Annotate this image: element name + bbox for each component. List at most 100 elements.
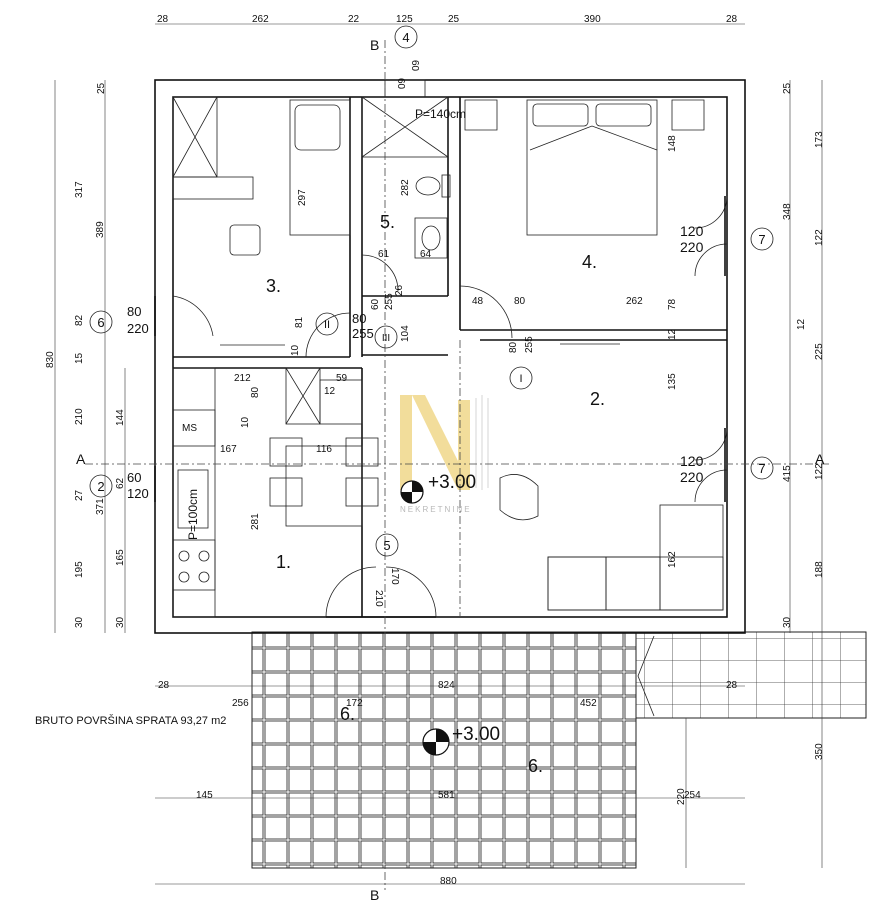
circle-7-top	[750, 227, 774, 251]
dim-left-3: 82	[74, 314, 85, 326]
dining-table	[269, 437, 379, 527]
dim-80d: 80	[508, 341, 519, 353]
dim-right-7: 188	[814, 561, 825, 578]
circle-label-I: I	[519, 373, 522, 385]
dim-12b: 12	[324, 386, 336, 397]
dim-297: 297	[297, 189, 308, 206]
dim-61: 61	[378, 249, 390, 260]
section-mark-b-bottom: B	[370, 887, 379, 900]
level-inside: +3.00	[428, 472, 476, 493]
level-symbol-inside	[400, 480, 424, 504]
dim-80a: 80	[127, 304, 141, 319]
section-mark-b-top: B	[370, 37, 379, 53]
section-mark-a-left: A	[76, 451, 86, 467]
circle-I	[509, 366, 533, 390]
exterior-wall-outer	[154, 79, 746, 634]
dim-60d: 60	[127, 470, 141, 485]
dim-right-inner-1: 348	[782, 203, 793, 220]
watermark-text: NEKRETNINE	[400, 505, 472, 514]
dim-top-3: 22	[348, 14, 360, 25]
dim-right-8: 30	[782, 616, 793, 628]
dim-right-3: 122	[814, 229, 825, 246]
dim-right-5: 225	[814, 343, 825, 360]
circle-II	[315, 312, 339, 336]
dim-116: 116	[316, 444, 332, 455]
dim-255a: 255	[384, 293, 395, 310]
circle-6	[89, 310, 113, 334]
shower-label: P=140cm	[415, 107, 466, 121]
dim-255b: 255	[352, 326, 374, 341]
watermark-logo	[400, 395, 489, 490]
dim-120c: 120	[680, 453, 704, 469]
dim-255c: 255	[524, 336, 535, 353]
bed	[464, 99, 705, 236]
dim-bottom-5: 452	[580, 698, 597, 709]
dim-10b: 10	[240, 416, 251, 428]
sofa	[499, 343, 724, 611]
doors-windows	[154, 79, 728, 618]
dim-162: 162	[667, 551, 678, 568]
dim-right-4: 12	[796, 318, 807, 330]
dim-12a: 12	[667, 328, 678, 340]
dim-left-2: 317	[74, 181, 85, 198]
room-label-4: 4.	[582, 252, 597, 272]
dim-top-7: 28	[726, 14, 738, 25]
dim-78: 78	[667, 298, 678, 310]
dim-right-350: 350	[814, 743, 825, 760]
dim-left-7: 195	[74, 561, 85, 578]
room-label-3: 3.	[266, 276, 281, 296]
dim-212: 212	[234, 373, 251, 384]
circle-label-7-top: 7	[758, 232, 765, 247]
circle-label-7-bottom: 7	[758, 461, 765, 476]
ms-label: MS	[182, 423, 197, 434]
dim-220b: 220	[127, 321, 149, 336]
dim-right-2: 173	[814, 131, 825, 148]
dim-220c: 220	[680, 469, 704, 485]
dim-10a: 10	[290, 344, 301, 356]
dim-left-inner-4: 165	[115, 549, 126, 566]
dim-top-5: 25	[448, 14, 460, 25]
dim-left-inner-2: 144	[115, 409, 126, 426]
room-label-1: 1.	[276, 552, 291, 572]
dim-left-total: 830	[45, 351, 56, 368]
level-symbol-terrace	[422, 728, 450, 756]
dim-282: 282	[400, 179, 411, 196]
dim-60b: 60	[409, 60, 420, 72]
dim-top-1: 28	[157, 14, 169, 25]
circle-label-5: 5	[383, 538, 390, 553]
bathroom-fixtures	[361, 96, 451, 292]
circle-4	[394, 25, 418, 49]
dim-left-inner-5: 30	[115, 616, 126, 628]
dim-120a: 120	[680, 223, 704, 239]
circle-label-II: II	[324, 319, 330, 331]
dim-220a: 220	[680, 239, 704, 255]
dim-281: 281	[250, 513, 261, 530]
dim-170: 170	[389, 568, 400, 585]
dim-bottom-4: 824	[438, 680, 455, 691]
dim-220-terrace: 220	[676, 788, 687, 805]
dim-210: 210	[373, 590, 384, 607]
room-label-5: 5.	[380, 212, 395, 232]
dim-148: 148	[667, 135, 678, 152]
dim-bottom2-2: 581	[438, 790, 455, 801]
circle-5	[375, 533, 399, 557]
dim-left-4: 15	[74, 352, 85, 364]
dim-right-6: 122	[814, 463, 825, 480]
dim-135: 135	[667, 373, 678, 390]
dim-left-371: 371	[95, 498, 106, 515]
dim-80c: 80	[514, 296, 526, 307]
room3-furniture	[172, 96, 351, 346]
section-mark-a-right: A	[815, 451, 825, 467]
dim-left-inner-3: 62	[115, 477, 126, 489]
dim-right-1: 25	[782, 82, 793, 94]
dim-48: 48	[472, 296, 484, 307]
kitchen-counter	[172, 367, 363, 618]
stove-label: P=100cm	[186, 489, 200, 540]
dim-104: 104	[400, 325, 411, 342]
dim-right-inner-2: 415	[782, 465, 793, 482]
dim-60c: 60	[370, 298, 381, 310]
dim-120b: 120	[127, 486, 149, 501]
dim-top-4: 125	[396, 14, 413, 25]
circle-label-6: 6	[97, 315, 104, 330]
